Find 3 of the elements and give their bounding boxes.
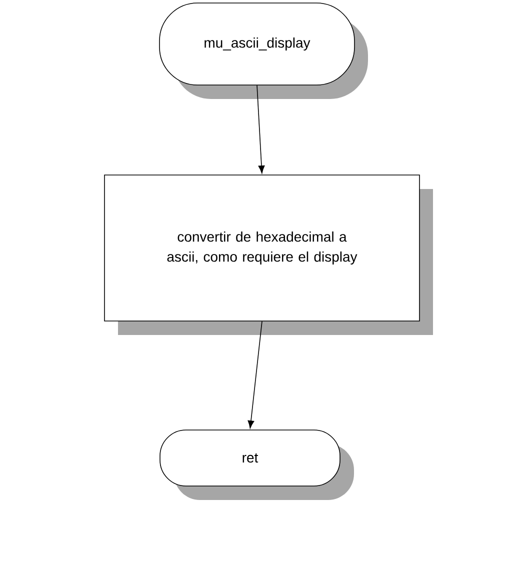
arrow	[248, 321, 262, 428]
arrow	[256, 85, 265, 174]
process-box: convertir de hexadecimal a ascii, como requiere el display	[104, 174, 433, 335]
